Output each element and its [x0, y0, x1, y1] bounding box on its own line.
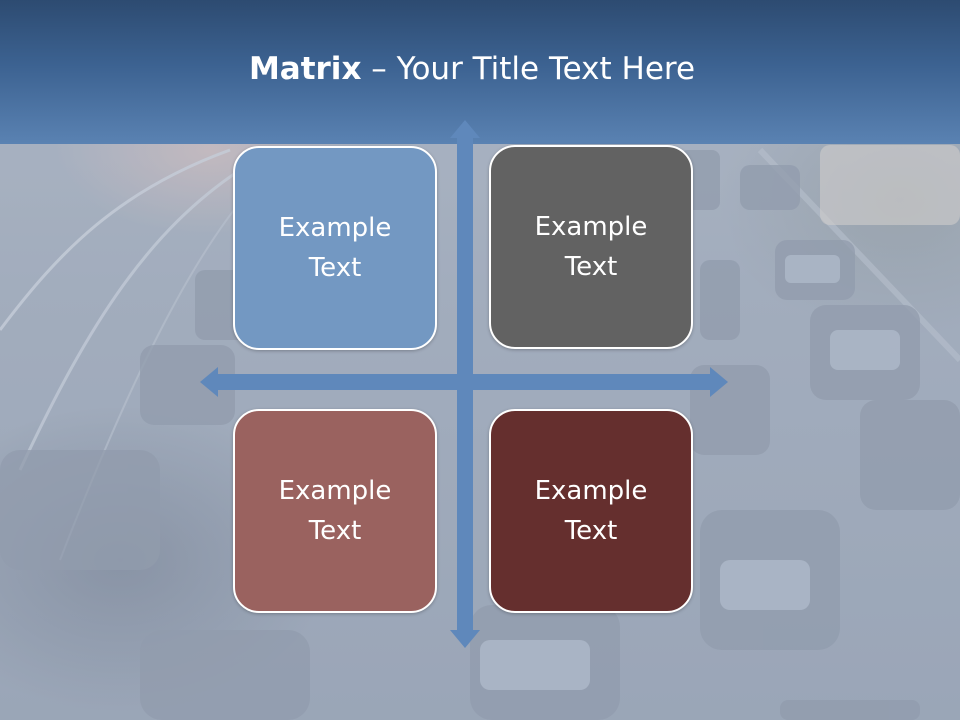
arrow-left-icon [200, 367, 218, 397]
matrix-box-bottom-right: Example Text [489, 409, 693, 613]
title-rest: – Your Title Text Here [361, 51, 696, 87]
slide-title: Matrix – Your Title Text Here [0, 48, 944, 90]
matrix-box-top-left: Example Text [233, 146, 437, 350]
header-band [0, 0, 960, 144]
matrix-box-top-right: Example Text [489, 145, 693, 349]
matrix-box-bottom-left: Example Text [233, 409, 437, 613]
box-bottom-left-text: Example Text [278, 476, 392, 546]
arrow-down-icon [450, 630, 480, 648]
box-top-left-text: Example Text [278, 213, 392, 283]
box-top-right-text: Example Text [534, 212, 648, 282]
title-bold: Matrix [248, 51, 362, 87]
box-bottom-right-text: Example Text [534, 476, 648, 546]
arrow-right-icon [710, 367, 728, 397]
horizontal-axis-bar [216, 374, 714, 390]
arrow-up-icon [450, 120, 480, 138]
